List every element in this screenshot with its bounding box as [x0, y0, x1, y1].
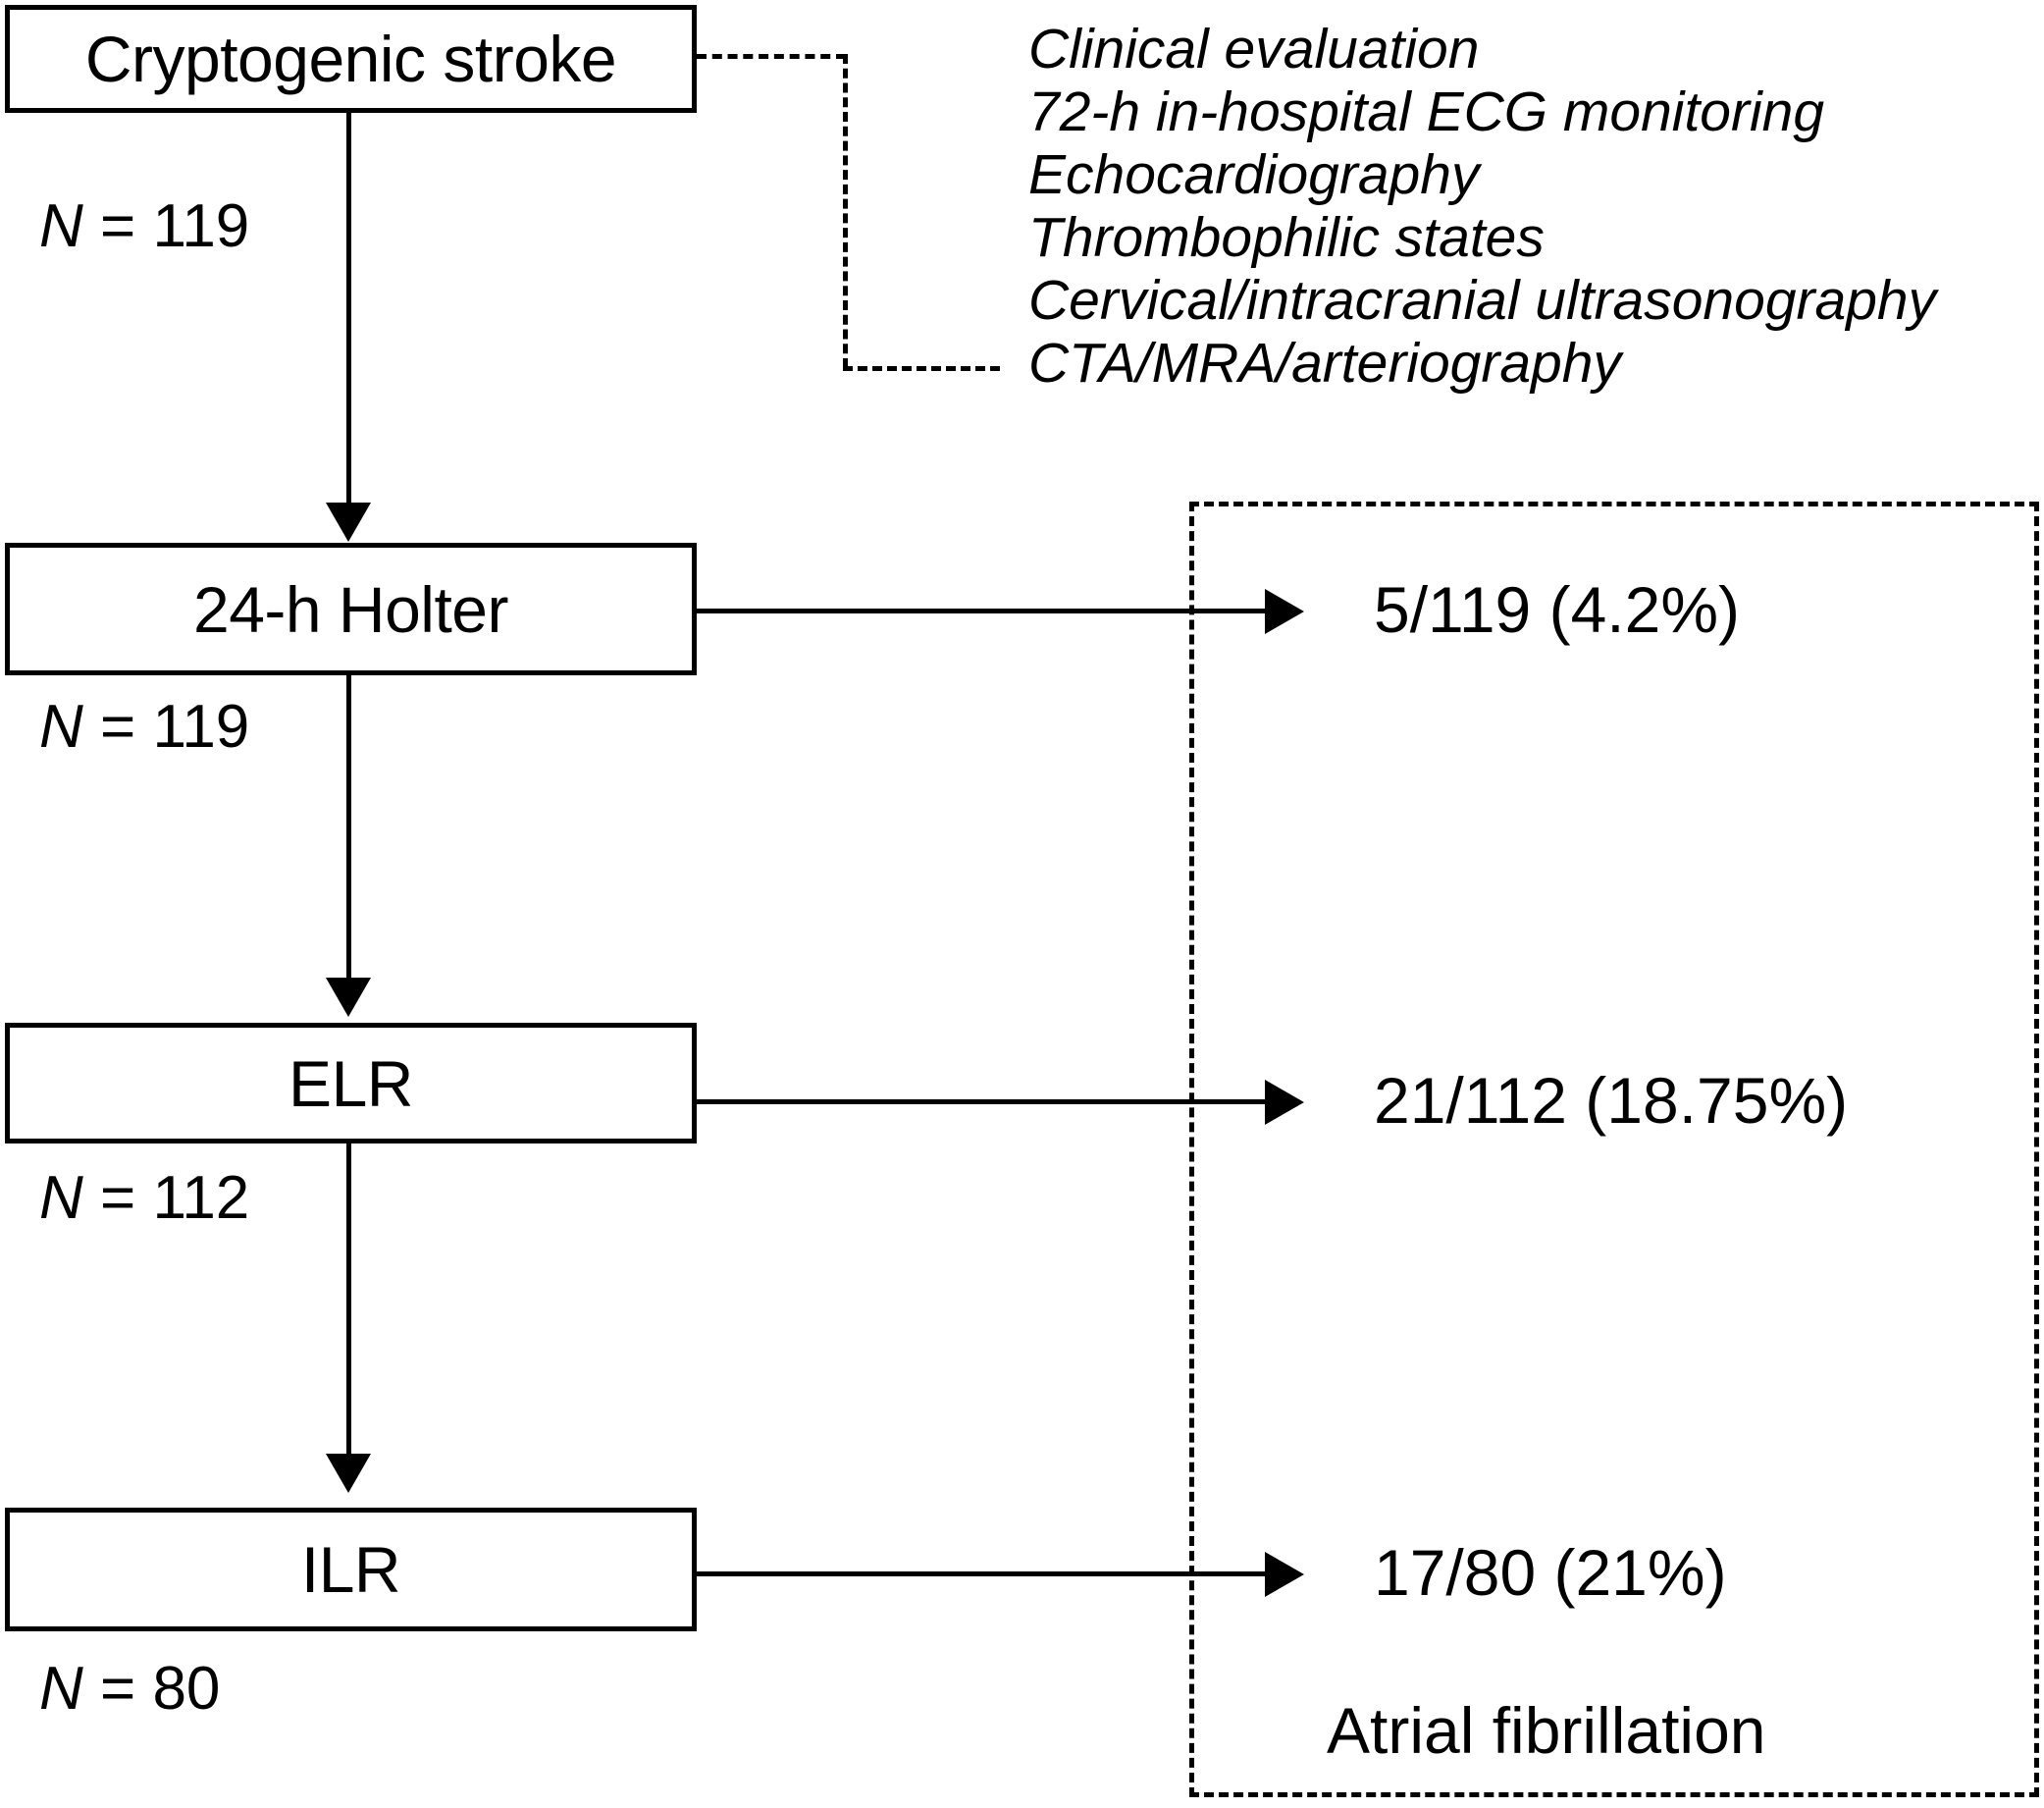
n-symbol: N — [39, 192, 83, 260]
arrowhead-stroke-to-holter — [326, 503, 371, 542]
n-value: = 119 — [82, 693, 250, 761]
outcome-arrow-line-holter — [692, 609, 1271, 613]
outcome-arrowhead-holter — [1265, 589, 1304, 634]
outcome-arrow-line-elr — [692, 1099, 1271, 1104]
workup-item: Thrombophilic states — [1028, 206, 1545, 269]
n-caption-cryptogenic-stroke: N = 119 — [39, 196, 249, 257]
n-value: = 80 — [82, 1655, 221, 1723]
outcome-container-caption: Atrial fibrillation — [1327, 1694, 1766, 1767]
n-symbol: N — [39, 1164, 83, 1232]
n-value: = 112 — [82, 1164, 250, 1232]
node-label-24h-holter: 24-h Holter — [193, 572, 509, 646]
outcome-arrowhead-ilr — [1265, 1552, 1304, 1597]
workup-bracket-bottom — [843, 366, 1000, 371]
connector-stroke-to-holter — [346, 113, 351, 505]
workup-item: 72-h in-hospital ECG monitoring — [1028, 80, 1825, 143]
n-caption-elr: N = 112 — [39, 1168, 249, 1229]
outcome-value-holter: 5/119 (4.2%) — [1374, 573, 1740, 646]
node-cryptogenic-stroke[interactable]: Cryptogenic stroke — [5, 5, 697, 113]
workup-item: Cervical/intracranial ultrasonography — [1028, 269, 1937, 332]
workup-bracket-vertical — [843, 54, 848, 368]
node-label-elr: ELR — [288, 1046, 413, 1120]
workup-list: Clinical evaluation 72-h in-hospital ECG… — [1028, 18, 1936, 395]
node-ilr[interactable]: ILR — [5, 1508, 697, 1631]
workup-item: Clinical evaluation — [1028, 18, 1480, 80]
arrowhead-holter-to-elr — [326, 978, 371, 1017]
outcome-arrow-line-ilr — [692, 1571, 1271, 1576]
n-caption-24h-holter: N = 119 — [39, 697, 249, 758]
workup-item: Echocardiography — [1028, 143, 1480, 206]
outcome-arrowhead-elr — [1265, 1080, 1304, 1125]
node-24h-holter[interactable]: 24-h Holter — [5, 543, 697, 675]
workup-bracket-top — [697, 54, 846, 59]
n-symbol: N — [39, 693, 83, 761]
workup-item: CTA/MRA/arteriography — [1028, 332, 1621, 395]
outcome-container-atrial-fibrillation — [1189, 502, 2039, 1797]
connector-holter-to-elr — [346, 675, 351, 980]
outcome-value-elr: 21/112 (18.75%) — [1374, 1064, 1849, 1137]
node-elr[interactable]: ELR — [5, 1023, 697, 1143]
connector-elr-to-ilr — [346, 1143, 351, 1456]
n-value: = 119 — [82, 192, 250, 260]
n-caption-ilr: N = 80 — [39, 1659, 220, 1720]
node-label-ilr: ILR — [300, 1533, 401, 1606]
n-symbol: N — [39, 1655, 83, 1723]
outcome-value-ilr: 17/80 (21%) — [1374, 1536, 1727, 1609]
node-label-cryptogenic-stroke: Cryptogenic stroke — [84, 23, 617, 95]
arrowhead-elr-to-ilr — [326, 1454, 371, 1493]
